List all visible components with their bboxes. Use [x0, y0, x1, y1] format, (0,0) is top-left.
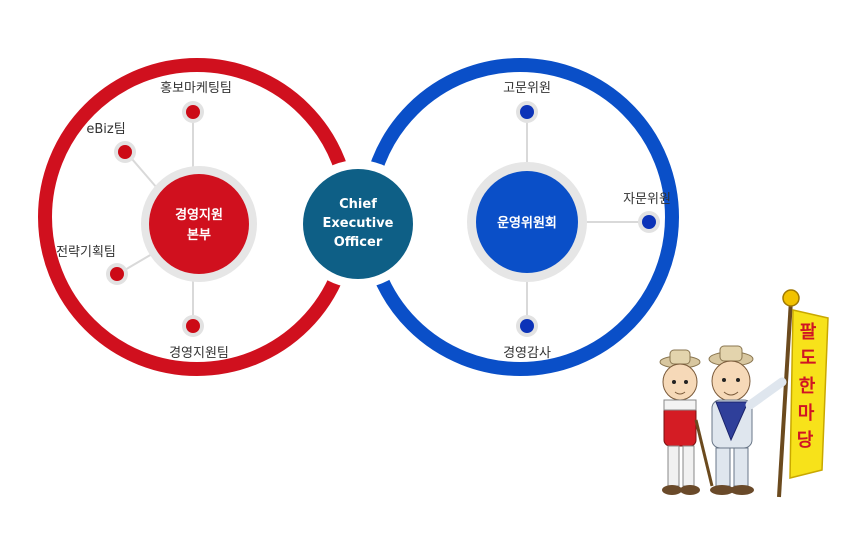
label-advisors: 고문위원 — [503, 81, 551, 96]
banner-char-4: 마 — [798, 403, 815, 424]
left-team-top[interactable] — [182, 101, 204, 123]
label-ebiz-team: eBiz팀 — [86, 122, 125, 137]
banner-char-3: 한 — [799, 376, 816, 397]
label-management-support-team: 경영지원팀 — [169, 346, 229, 361]
ceo-circle[interactable] — [303, 169, 413, 279]
banner-char-5: 당 — [797, 430, 814, 451]
ceo-label-line1: Chief — [339, 197, 377, 212]
label-marketing-team: 홍보마케팅팀 — [160, 81, 232, 96]
left-team-bottom[interactable] — [182, 315, 204, 337]
left-hub[interactable] — [149, 174, 249, 274]
left-team-upper-left[interactable] — [114, 141, 136, 163]
banner-char-2: 도 — [800, 348, 817, 369]
left-hub-label-line2: 본부 — [187, 228, 211, 243]
label-strategy-team: 전략기획팀 — [56, 245, 116, 260]
right-team-right[interactable] — [638, 211, 660, 233]
label-consultants: 자문위원 — [623, 192, 671, 207]
right-team-top[interactable] — [516, 101, 538, 123]
banner-char-1: 팔 — [800, 322, 817, 343]
right-hub[interactable] — [476, 171, 578, 273]
two-mascots-with-banner-icon: 팔 도 한 마 당 — [659, 289, 829, 498]
right-hub-label: 운영위원회 — [497, 215, 557, 231]
ceo-label-line2: Executive — [322, 216, 393, 231]
left-team-lower-left[interactable] — [106, 263, 128, 285]
right-team-bottom[interactable] — [516, 315, 538, 337]
label-audit: 경영감사 — [503, 346, 551, 361]
left-hub-label-line1: 경영지원 — [175, 207, 223, 223]
ceo-label-line3: Officer — [334, 235, 383, 250]
